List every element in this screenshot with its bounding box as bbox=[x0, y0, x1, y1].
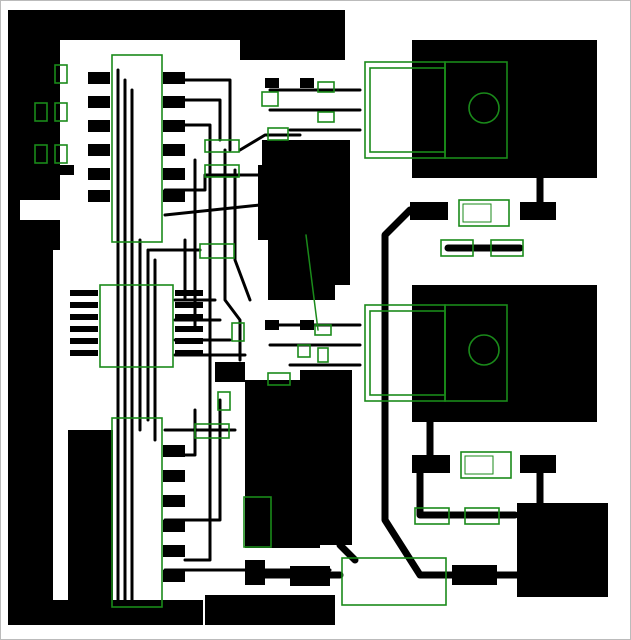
connector-outline bbox=[341, 557, 447, 606]
regulator-heatsink-pad-2 bbox=[412, 285, 597, 422]
ic-outline-u1 bbox=[111, 54, 163, 243]
ic-pads bbox=[32, 72, 556, 586]
mounting-hole-icon bbox=[468, 92, 500, 124]
regulator-1 bbox=[364, 61, 508, 159]
mounting-hole-icon bbox=[468, 334, 500, 366]
copper-fill-upper bbox=[258, 140, 350, 300]
copper-fill-lower bbox=[245, 370, 352, 548]
regulator-heatsink-pad-1 bbox=[412, 40, 597, 178]
ic-outline-u2 bbox=[99, 284, 174, 368]
small-parts bbox=[34, 64, 524, 525]
power-pad bbox=[517, 503, 608, 597]
ic-outline-u3 bbox=[111, 417, 163, 608]
silkscreen bbox=[34, 54, 524, 608]
crystal-outline bbox=[243, 496, 272, 548]
capacitor-outline bbox=[460, 451, 512, 479]
regulator-2 bbox=[364, 304, 508, 402]
ground-pour bbox=[8, 10, 608, 625]
capacitor-outline bbox=[458, 199, 510, 227]
